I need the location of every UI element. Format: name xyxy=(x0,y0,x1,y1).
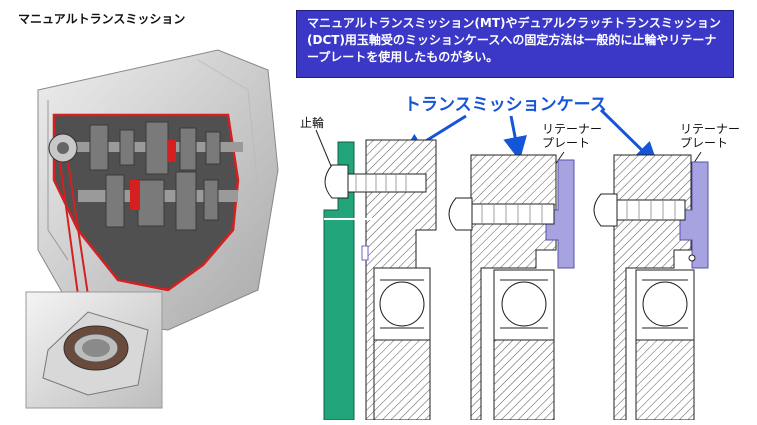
left-panel-title: マニュアルトランスミッション xyxy=(18,12,186,26)
arrow-to-case-3 xyxy=(599,108,659,167)
label-retainer-plate-2: リテーナー プレート xyxy=(680,122,741,150)
label-snap-ring: 止輪 xyxy=(300,116,325,130)
section-retainer-plate-2 xyxy=(593,154,709,420)
label-retainer-plate-1: リテーナー プレート xyxy=(542,122,603,150)
section-snap-ring xyxy=(323,139,437,420)
info-description-box: マニュアルトランスミッション(MT)やデュアルクラッチトランスミッション(DCT… xyxy=(296,10,734,78)
arrow-to-case-2 xyxy=(503,115,527,161)
transmission-cutaway-illustration xyxy=(25,49,279,409)
bearing-fixing-cross-sections xyxy=(315,108,709,420)
section-retainer-plate-1 xyxy=(448,154,575,420)
info-description-text: マニュアルトランスミッション(MT)やデュアルクラッチトランスミッション(DCT… xyxy=(307,16,721,64)
diagram-title: トランスミッションケース xyxy=(404,95,607,115)
